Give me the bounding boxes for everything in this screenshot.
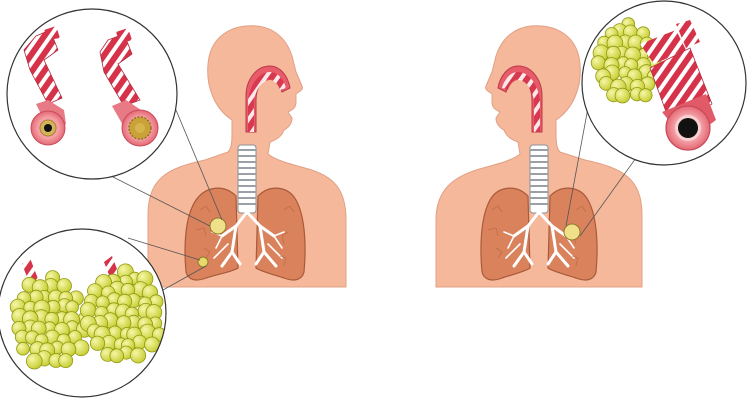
- open-airway-cross-section: [666, 106, 710, 150]
- alveoli-callout: [0, 229, 166, 397]
- left-trachea: [238, 145, 256, 213]
- right-trachea: [530, 145, 548, 213]
- alveolus: [131, 348, 146, 363]
- alveolus: [615, 88, 630, 103]
- left-torso: [148, 26, 346, 287]
- alveolus: [59, 354, 73, 368]
- alveolus: [90, 336, 104, 350]
- bronchi-callout: [7, 9, 177, 179]
- alveolus: [17, 342, 30, 355]
- alveolus: [110, 349, 124, 363]
- bronchi-marker: [210, 218, 226, 234]
- alveoli-marker: [198, 257, 208, 267]
- alveolus: [591, 56, 605, 70]
- healthy-callout: [582, 1, 746, 165]
- alveolus: [639, 89, 652, 102]
- healthy-marker: [564, 224, 580, 240]
- narrowed-airway-cross-section: [31, 111, 65, 145]
- mucus-filled-airway-cross-section: [122, 110, 158, 146]
- alveolus: [26, 353, 42, 369]
